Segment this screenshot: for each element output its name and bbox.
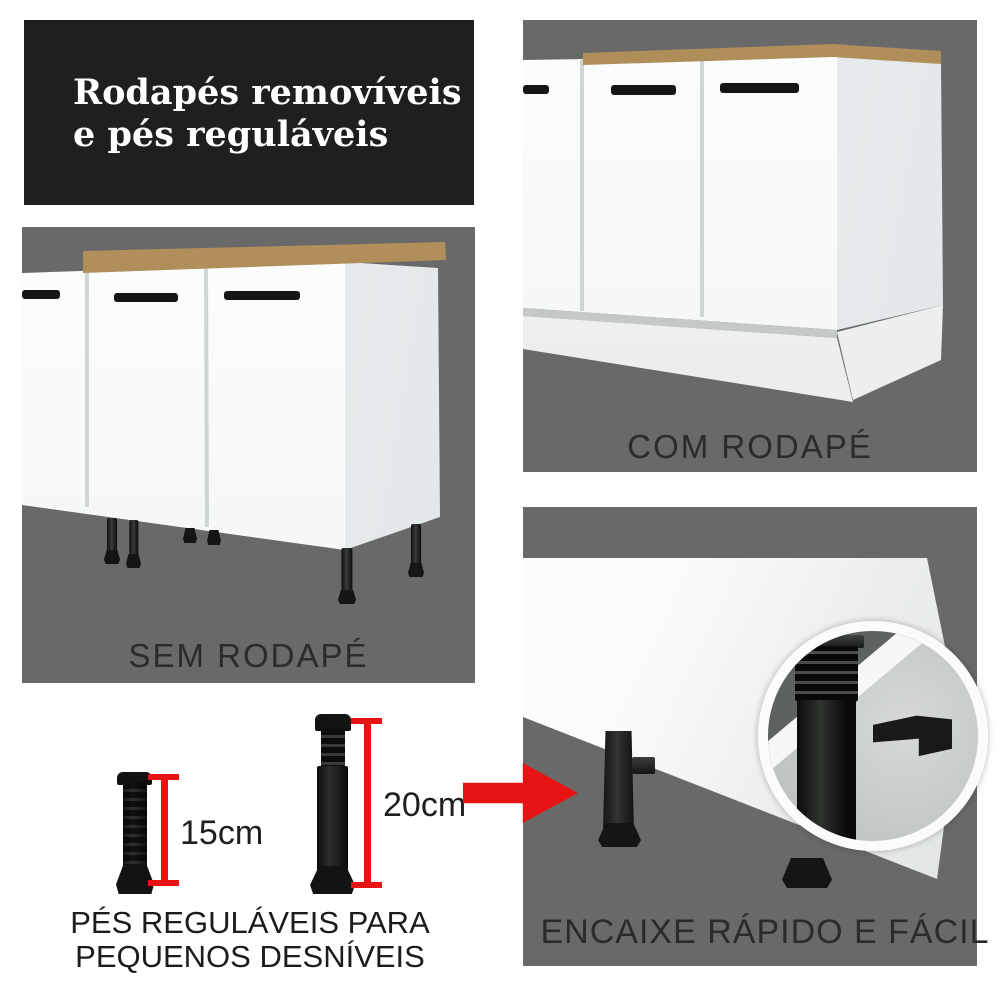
- foot-cap: [117, 772, 152, 785]
- caption-encaixe: ENCAIXE RÁPIDO E FÁCIL: [540, 913, 990, 951]
- foot-cap: [315, 714, 351, 731]
- foot-base: [338, 590, 356, 604]
- page-title: Rodapés removíveis e pés reguláveis: [73, 72, 462, 156]
- foot-base: [116, 864, 154, 894]
- page-title-line1: Rodapés removíveis: [73, 72, 462, 113]
- cabinet-side-panel: [837, 55, 943, 330]
- foot-20cm: [310, 714, 355, 894]
- measure-line-15cm: [148, 774, 179, 886]
- foot-leg: [341, 548, 353, 593]
- adjustable-foot: [126, 520, 141, 568]
- door-handle: [720, 83, 799, 93]
- panel-encaixe: ENCAIXE RÁPIDO E FÁCIL: [523, 507, 989, 966]
- magnified-foot-threads: [795, 646, 858, 702]
- foot-body: [123, 783, 147, 867]
- feet-caption-line1: PÉS REGULÁVEIS PARA: [70, 905, 430, 940]
- foot-15cm: [116, 772, 154, 897]
- adjustable-foot: [408, 524, 424, 577]
- magnifier-circle: [758, 621, 988, 851]
- foot-base: [598, 823, 641, 847]
- adjustable-foot: [338, 548, 356, 604]
- title-box: Rodapés removíveis e pés reguláveis: [24, 20, 474, 205]
- cabinet-side-panel: [345, 262, 440, 550]
- measure-cap: [148, 880, 179, 886]
- foot-body: [317, 766, 348, 872]
- door-handle: [22, 290, 60, 299]
- door-gap: [700, 58, 704, 317]
- door-gap: [85, 272, 89, 507]
- magnified-foot-body: [797, 700, 856, 841]
- magnified-clip: [873, 715, 952, 757]
- magnified-foot-cap: [789, 635, 864, 648]
- page-title-line2: e pés reguláveis: [73, 114, 389, 155]
- cabinet-front: [22, 262, 345, 550]
- door-handle: [224, 291, 300, 300]
- measure-cap: [351, 882, 382, 888]
- foot-leg: [603, 731, 634, 831]
- panel-com-rodape: COM RODAPÉ: [523, 20, 977, 472]
- door-handle: [611, 85, 676, 95]
- adjustable-foot: [183, 528, 197, 543]
- feet-caption-line2: PEQUENOS DESNÍVEIS: [75, 939, 425, 974]
- feet-caption: PÉS REGULÁVEIS PARA PEQUENOS DESNÍVEIS: [40, 906, 460, 974]
- adjustable-foot: [104, 518, 120, 564]
- foot-leg: [411, 524, 421, 566]
- panel-sem-rodape: SEM RODAPÉ: [22, 227, 475, 683]
- measure-bar: [160, 774, 168, 886]
- label-20cm: 20cm: [383, 786, 467, 824]
- adjustable-foot: [207, 530, 221, 545]
- door-handle: [114, 293, 178, 302]
- foot-base: [310, 866, 355, 894]
- door-gap: [580, 60, 584, 311]
- adjustable-foot: [598, 731, 657, 847]
- door-gap: [204, 267, 209, 527]
- door-handle: [523, 85, 549, 94]
- foot-base: [408, 563, 424, 577]
- measure-line-20cm: [351, 718, 382, 888]
- foot-clip: [632, 757, 655, 774]
- cabinet-front: [523, 55, 837, 330]
- measure-bar: [363, 718, 371, 888]
- foot-leg: [107, 518, 117, 553]
- caption-sem-rodape: SEM RODAPÉ: [128, 637, 369, 674]
- label-15cm: 15cm: [180, 814, 264, 852]
- foot-base: [126, 554, 141, 568]
- caption-com-rodape: COM RODAPÉ: [627, 428, 873, 465]
- foot-base: [104, 550, 120, 564]
- foot-leg: [128, 520, 139, 557]
- adjustable-foot: [782, 858, 832, 888]
- foot-threads: [321, 729, 345, 769]
- magnified-foot: [789, 631, 864, 841]
